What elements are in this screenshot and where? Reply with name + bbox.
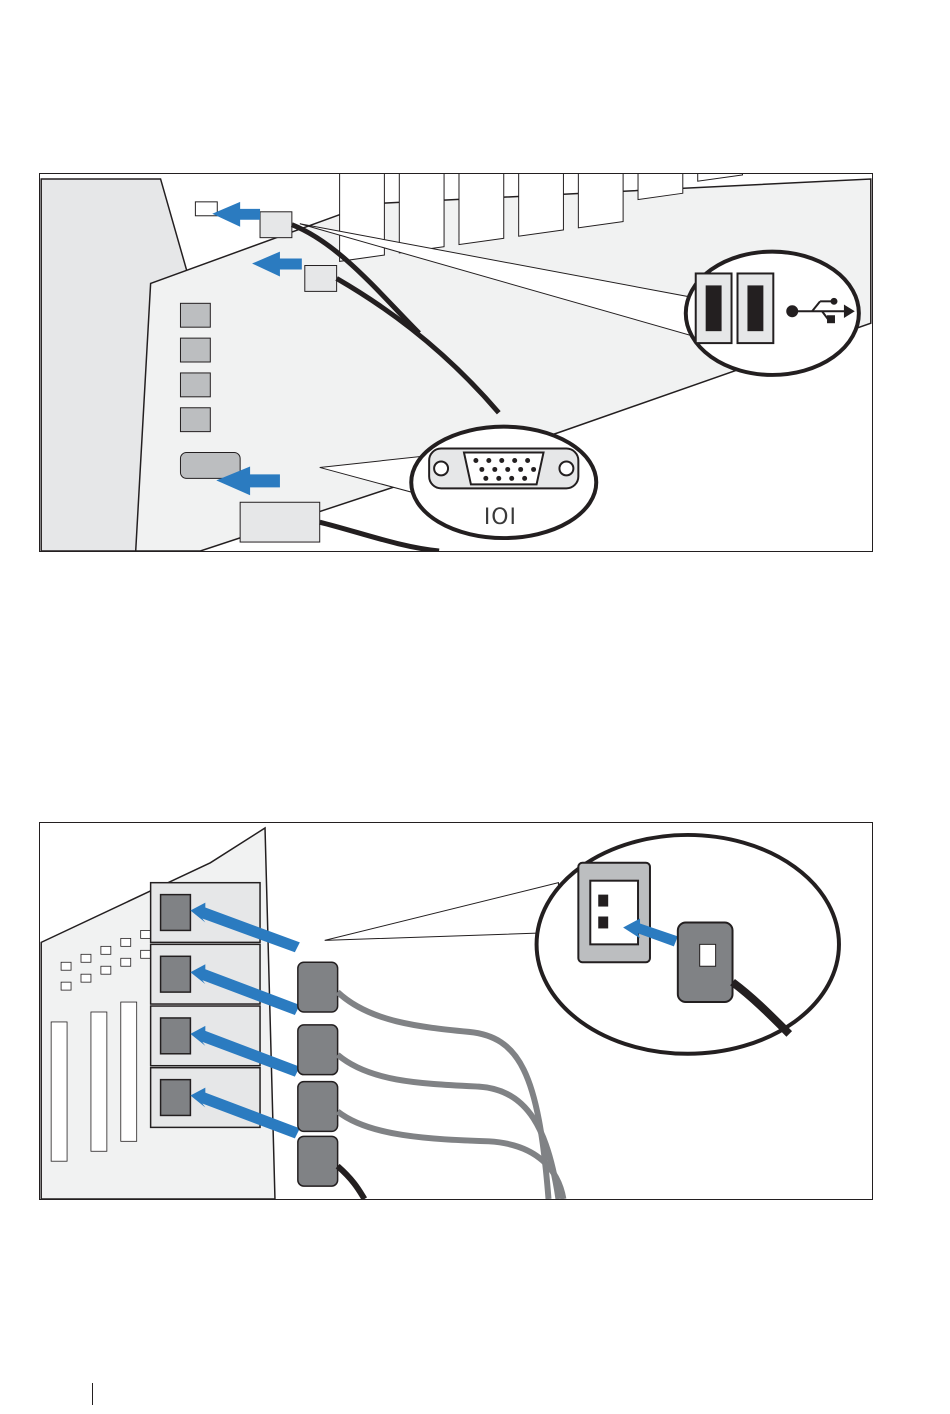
footer-rule [92, 1383, 93, 1405]
power-supply-illustration [40, 823, 872, 1199]
vga-monitor-symbol-icon: IOI [484, 505, 517, 530]
figure-connect-peripherals: IOI [39, 173, 873, 552]
server-rear-illustration: IOI [40, 174, 872, 551]
vga-plug [240, 502, 439, 551]
figure-power-cables [39, 822, 873, 1200]
power-cables [298, 962, 564, 1199]
